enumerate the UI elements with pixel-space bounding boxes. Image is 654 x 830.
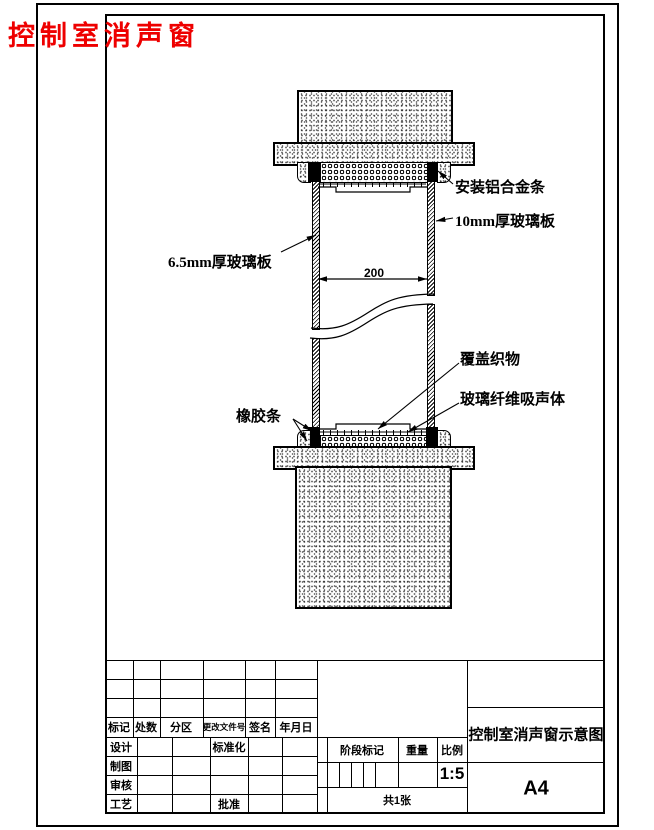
grid-line — [137, 737, 138, 813]
grid-line — [327, 737, 328, 813]
grid-line — [210, 737, 211, 813]
grid-line — [172, 737, 173, 813]
tb-scale: 比例 — [441, 745, 463, 757]
right-glass-lower — [427, 304, 435, 447]
grid-line — [105, 794, 317, 795]
tb-header-count: 处数 — [135, 722, 157, 734]
top-right-frame-wing — [437, 162, 451, 183]
grid-line — [160, 660, 161, 737]
tb-paper-size: A4 — [523, 777, 549, 800]
grid-line — [467, 707, 605, 708]
grid-line — [245, 660, 246, 737]
tb-header-mark: 标记 — [108, 722, 130, 734]
inner-frame — [105, 14, 605, 814]
tb-sheet-count: 共1张 — [382, 795, 412, 807]
page-title: 控制室消声窗 — [8, 21, 200, 51]
tb-header-date: 年月日 — [279, 722, 313, 734]
tb-header-signature: 签名 — [249, 722, 271, 734]
outer-border — [36, 3, 619, 827]
grid-line — [317, 762, 467, 763]
tb-role-draft: 制图 — [110, 761, 132, 773]
grid-line — [133, 660, 134, 737]
tb-role-process: 工艺 — [110, 799, 132, 811]
grid-line — [203, 660, 204, 737]
left-glass-upper — [312, 180, 320, 330]
top-slab — [273, 142, 475, 166]
top-concrete-block — [297, 90, 453, 146]
grid-line — [105, 756, 317, 757]
bottom-cover-fabric — [320, 430, 426, 435]
grid-line — [105, 717, 317, 718]
top-left-rubber-strip — [308, 162, 320, 182]
tb-scale-value: 1:5 — [439, 764, 465, 783]
top-cover-fabric — [320, 182, 426, 187]
grid-line — [467, 660, 468, 812]
tb-role-design: 设计 — [110, 742, 132, 754]
grid-line — [339, 762, 340, 787]
top-fiberglass-absorber — [320, 162, 428, 183]
bottom-left-rubber-strip — [308, 427, 320, 446]
label-fiberglass-absorber: 玻璃纤维吸声体 — [460, 392, 566, 408]
tb-weight: 重量 — [406, 745, 428, 757]
top-right-rubber-strip — [426, 162, 438, 182]
label-glass-6-5mm: 6.5mm厚玻璃板 — [168, 255, 272, 271]
tb-approval: 批准 — [218, 799, 240, 811]
grid-line — [282, 737, 283, 813]
grid-line — [105, 679, 317, 680]
grid-line — [105, 698, 317, 699]
grid-line — [363, 762, 364, 787]
bottom-right-frame-wing — [437, 430, 451, 448]
tb-standardization: 标准化 — [212, 742, 246, 754]
grid-line — [105, 737, 467, 738]
grid-line — [351, 762, 352, 787]
tb-role-check: 审核 — [110, 780, 132, 792]
grid-line — [467, 762, 605, 763]
tb-header-zone: 分区 — [170, 722, 192, 734]
grid-line — [437, 737, 438, 787]
label-glass-10mm: 10mm厚玻璃板 — [455, 214, 555, 230]
grid-line — [275, 660, 276, 737]
dimension-value: 200 — [363, 266, 385, 280]
grid-line — [317, 660, 318, 813]
grid-line — [105, 775, 317, 776]
grid-line — [375, 762, 376, 787]
grid-line — [248, 737, 249, 813]
bottom-concrete-block — [295, 466, 452, 609]
right-glass-upper — [427, 180, 435, 296]
grid-line — [398, 737, 399, 787]
grid-line — [105, 660, 605, 661]
tb-header-change-doc: 更改文件号 — [202, 722, 246, 732]
tb-drawing-title: 控制室消声窗示意图 — [468, 726, 604, 744]
grid-line — [317, 787, 467, 788]
label-rubber-strip: 橡胶条 — [236, 409, 282, 425]
tb-stage-mark: 阶段标记 — [340, 745, 384, 757]
label-aluminum-strip: 安装铝合金条 — [455, 180, 546, 196]
label-cover-fabric: 覆盖织物 — [460, 352, 521, 368]
